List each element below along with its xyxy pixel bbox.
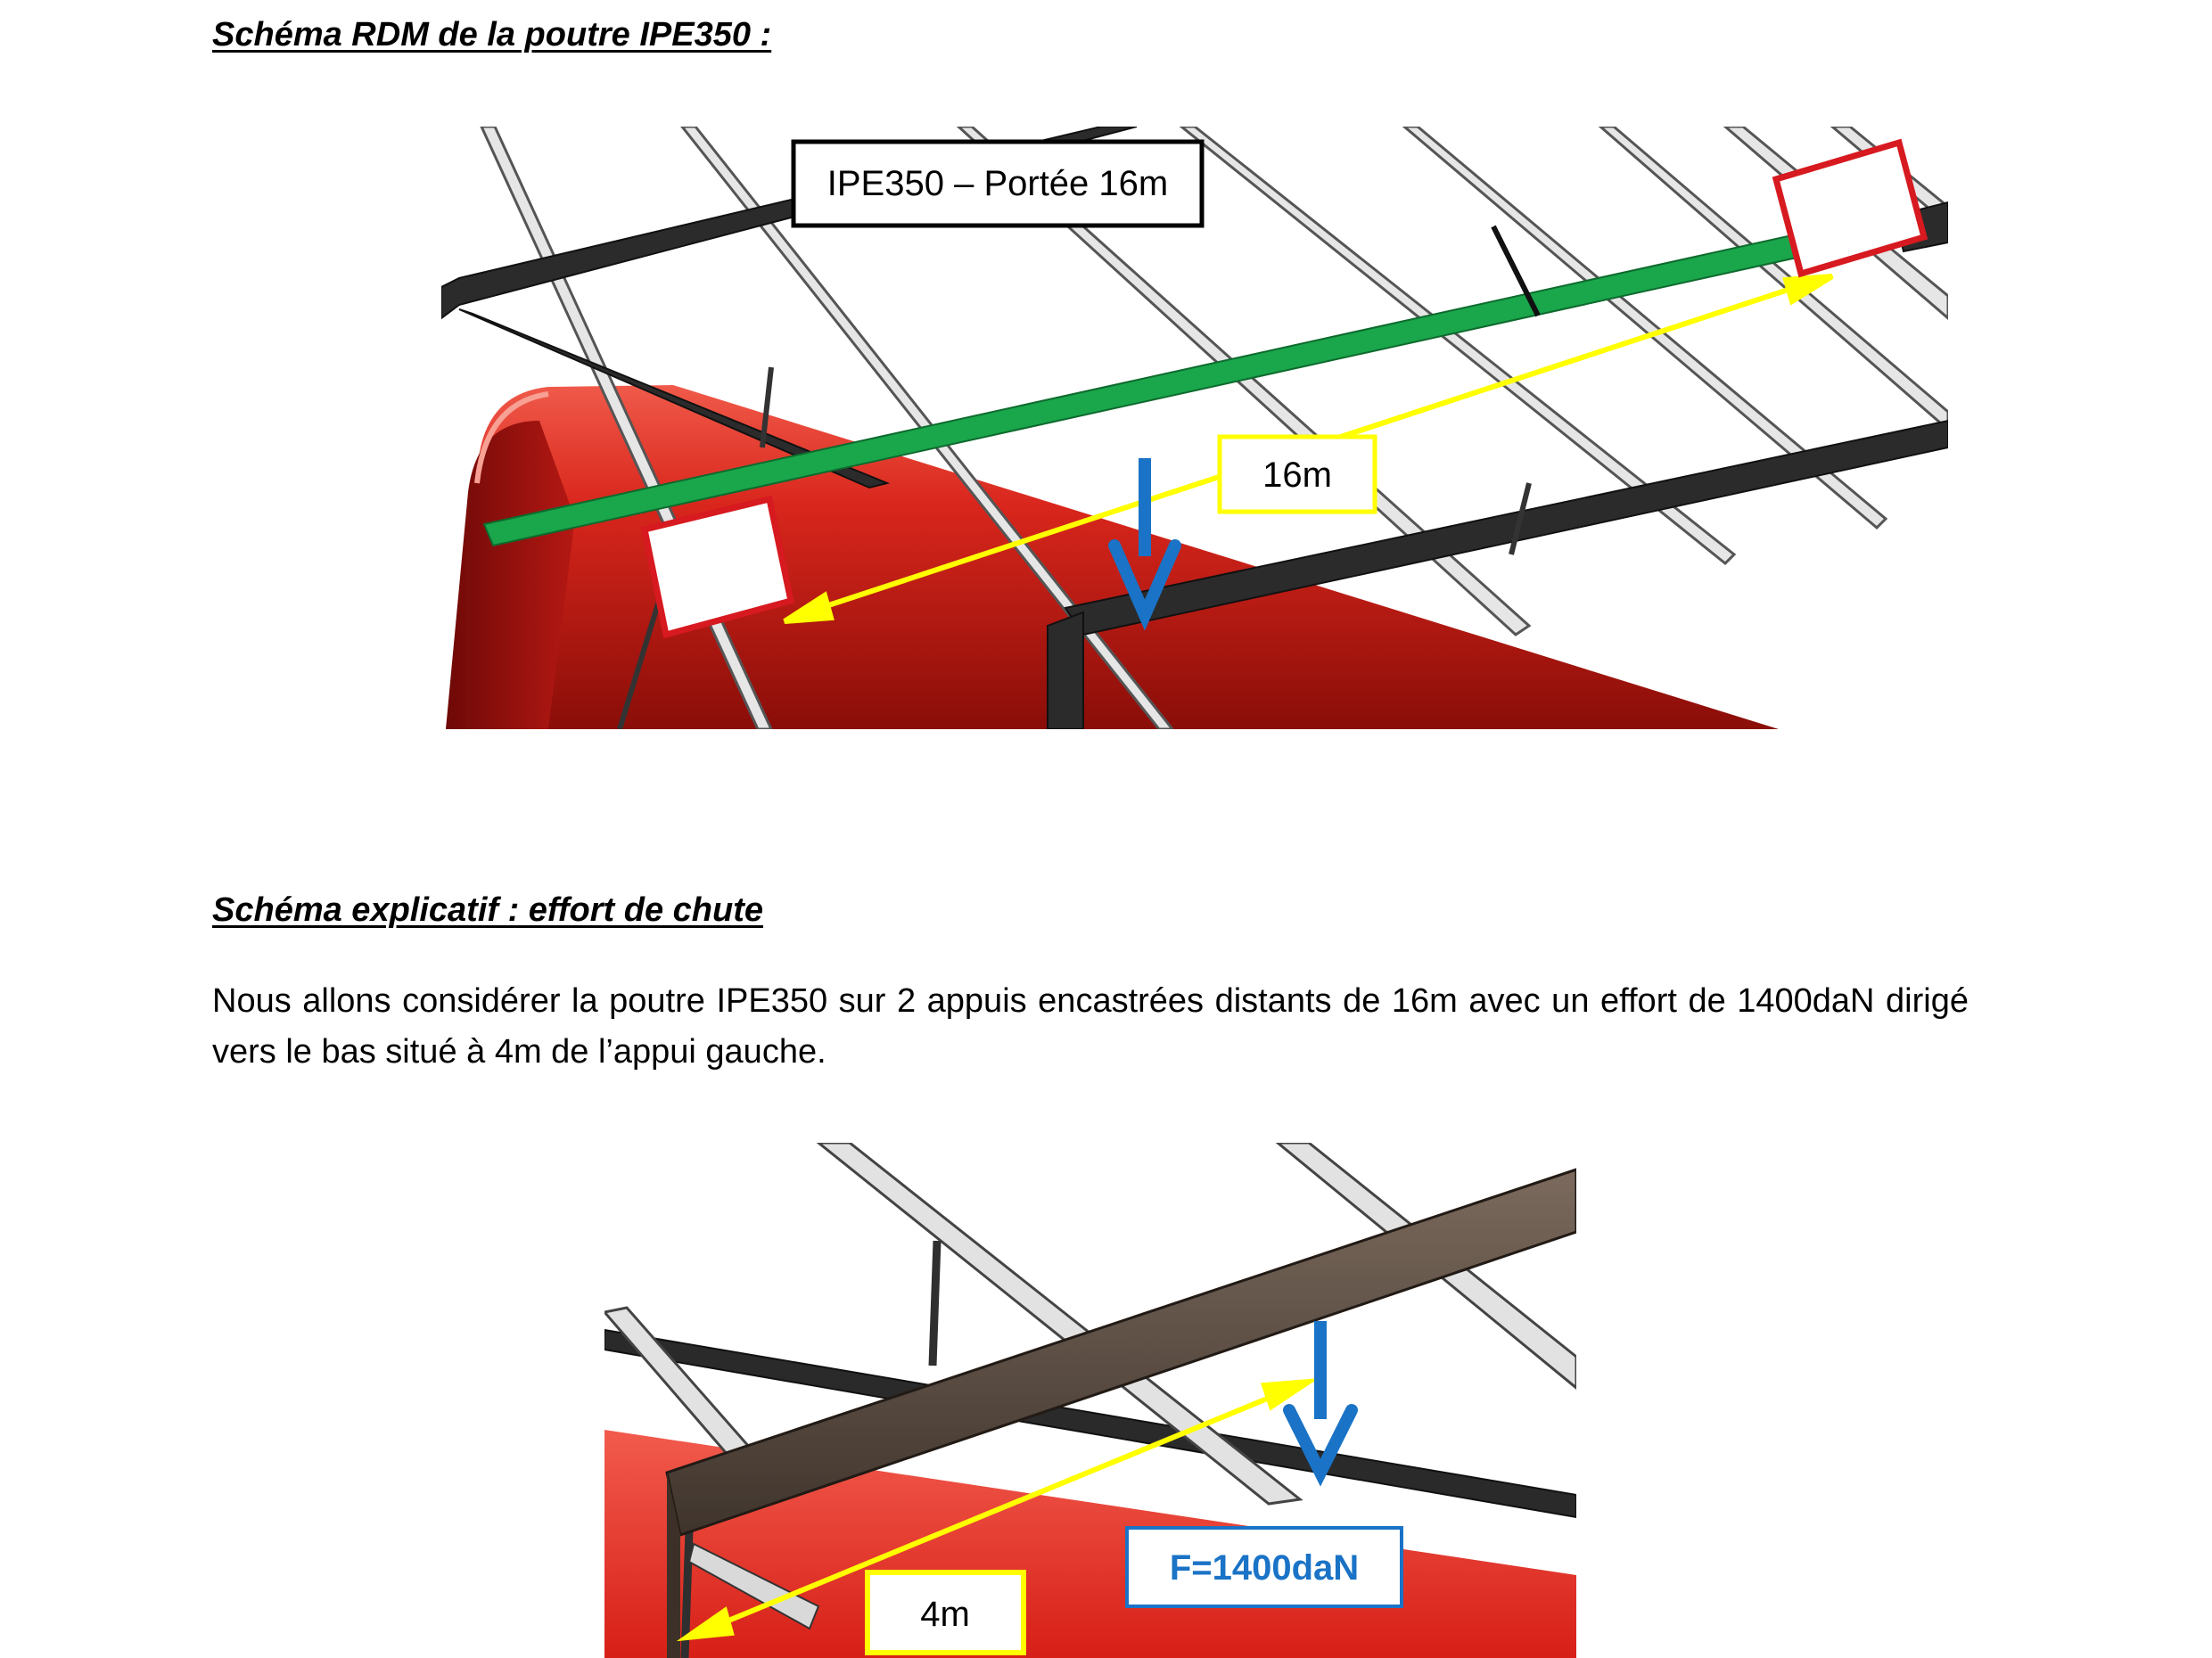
force-label: F=1400daN bbox=[1170, 1548, 1359, 1588]
right-support-icon bbox=[1772, 138, 1928, 278]
beam-schema-figure: IPE350 – Portée 16m 16m bbox=[441, 127, 1948, 729]
distance-dimension-arrow bbox=[676, 1378, 1320, 1642]
span-label-box: 16m bbox=[1217, 434, 1377, 514]
ipe350-beam bbox=[665, 1168, 1576, 1537]
section-heading-rdm-schema: Schéma RDM de la poutre IPE350 : bbox=[212, 16, 772, 53]
lower-frame-beam bbox=[604, 1328, 1576, 1519]
left-support-icon bbox=[640, 495, 795, 639]
diagonal-brace bbox=[687, 1542, 820, 1630]
beam-label-box: IPE350 – Portée 16m bbox=[791, 139, 1205, 228]
distance-label: 4m bbox=[920, 1595, 970, 1634]
load-force-arrow bbox=[1108, 458, 1181, 631]
beam-label: IPE350 – Portée 16m bbox=[827, 164, 1168, 203]
span-label: 16m bbox=[1262, 456, 1332, 495]
label-leader-line bbox=[1491, 225, 1541, 317]
fall-effort-figure: F=1400daN 4m bbox=[604, 1143, 1576, 1658]
section-heading-fall-effort: Schéma explicatif : effort de chute bbox=[212, 891, 764, 929]
force-label-box: F=1400daN bbox=[1125, 1526, 1403, 1608]
explanation-paragraph: Nous allons considérer la poutre IPE350 … bbox=[212, 982, 1969, 1071]
frame-beams bbox=[441, 127, 1948, 729]
load-force-arrow bbox=[1283, 1321, 1358, 1487]
distance-label-box: 4m bbox=[865, 1570, 1026, 1655]
